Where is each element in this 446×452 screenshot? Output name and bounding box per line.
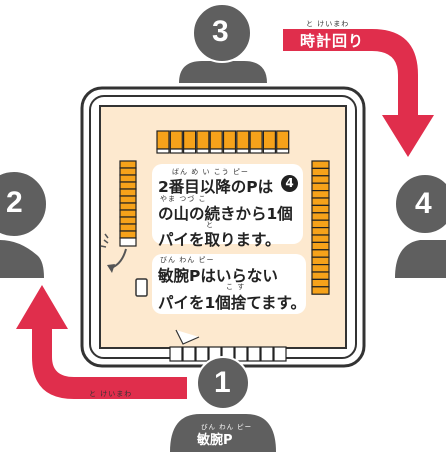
wall-tile	[311, 271, 330, 281]
player-3	[179, 3, 267, 83]
wall-tile	[247, 346, 261, 362]
wall-tile	[183, 130, 197, 150]
wall-tile	[311, 286, 330, 295]
wall-tile	[222, 130, 237, 150]
clockwise-arrow-top-right	[283, 29, 434, 157]
player-4-marker-icon: 4	[281, 175, 298, 192]
note-box	[152, 254, 306, 314]
wall-tile	[311, 234, 330, 244]
wall-tile	[311, 197, 330, 207]
wall-tile-edge	[276, 148, 290, 154]
tile-wall-left	[119, 160, 137, 247]
wall-tile-edge	[249, 148, 263, 154]
wall-tile	[311, 175, 330, 184]
note-line1: 敏腕Pはいらない	[158, 267, 278, 285]
tile-wall-top	[156, 130, 290, 154]
explanation-line1-ruby: ばん め い こう ピー	[172, 168, 249, 176]
player-2-number: 2	[6, 186, 23, 219]
wall-tile	[311, 241, 330, 251]
wall-tile	[119, 167, 137, 176]
wall-tile	[119, 216, 137, 225]
explanation-line2: の山の続きから1個	[158, 205, 293, 223]
wall-tile	[209, 130, 223, 150]
wall-tile	[311, 204, 330, 214]
wall-tile	[156, 130, 170, 150]
wall-tile	[311, 160, 330, 170]
wall-tile-edge	[119, 237, 137, 247]
wall-tile	[311, 182, 330, 192]
player-3-number: 3	[212, 15, 229, 48]
wall-tile-edge	[196, 148, 210, 154]
wall-tile	[311, 278, 330, 288]
wall-tile-edge	[222, 148, 237, 154]
wall-tile-edge	[183, 148, 197, 154]
player-1-label: 敏腕P	[197, 433, 233, 448]
wall-tile	[119, 209, 137, 218]
arrow-top-label: 時計回り	[300, 32, 365, 50]
player-4-number: 4	[415, 187, 432, 220]
note-line2: パイを1個捨てます。	[158, 294, 306, 312]
wall-tile	[260, 346, 274, 362]
wall-tile	[119, 160, 137, 169]
wall-tile	[311, 219, 330, 229]
wall-tile	[311, 190, 330, 199]
discarded-tile	[135, 278, 148, 297]
wall-tile	[236, 130, 250, 150]
wall-tile	[311, 249, 330, 258]
wall-tile	[311, 167, 330, 177]
player-1-ruby: びん わん ピー	[201, 423, 253, 431]
wall-tile	[169, 346, 183, 362]
wall-tile	[182, 346, 196, 362]
speech-pointer	[175, 329, 200, 345]
wall-tile-edge	[209, 148, 223, 154]
wall-tile	[311, 264, 330, 273]
player-1-number: 1	[214, 366, 231, 399]
wall-tile	[119, 230, 137, 239]
wall-tile-edge	[262, 148, 276, 154]
wall-tile	[234, 346, 248, 362]
wall-tile	[311, 227, 330, 236]
note-ruby: びん わん ピー	[160, 256, 215, 264]
wall-tile	[262, 130, 276, 150]
player-2	[0, 170, 48, 278]
explanation-line2-ruby: やま つづ こ	[160, 195, 207, 203]
wall-tile-edge	[156, 148, 170, 154]
wall-tile	[196, 130, 210, 150]
wall-tile	[273, 346, 287, 362]
player-1	[170, 356, 276, 452]
player-4	[394, 173, 446, 278]
arrow-top-ruby: と けいまわ	[306, 20, 350, 28]
wall-tile	[119, 195, 137, 204]
wall-tile	[119, 174, 137, 183]
arrow-bottom-ruby: と けいまわ	[89, 390, 133, 398]
clockwise-arrow-bottom-left	[16, 285, 187, 399]
wall-tile-edge	[236, 148, 250, 154]
tile-wall-right	[311, 160, 330, 295]
wall-tile	[119, 181, 137, 190]
explanation-line3-ruby: と	[206, 221, 214, 229]
wall-tile	[119, 188, 137, 197]
wall-tile	[195, 346, 209, 362]
explanation-line1: 2番目以降のPは	[158, 178, 274, 196]
wall-tile	[276, 130, 290, 150]
wall-tile	[169, 130, 183, 150]
explanation-box	[152, 164, 303, 244]
wall-tile	[311, 256, 330, 266]
wall-tile	[249, 130, 263, 150]
wall-tile	[311, 212, 330, 221]
take-tile-arrow-icon	[100, 233, 127, 273]
wall-tile	[119, 223, 137, 232]
wall-tile-edge	[169, 148, 183, 154]
wall-tile	[119, 202, 137, 211]
note-line2-ruby: こ す	[226, 283, 246, 291]
explanation-line3: パイを取ります。	[158, 231, 281, 249]
arrow-bottom-label: 時計回り	[82, 402, 147, 420]
